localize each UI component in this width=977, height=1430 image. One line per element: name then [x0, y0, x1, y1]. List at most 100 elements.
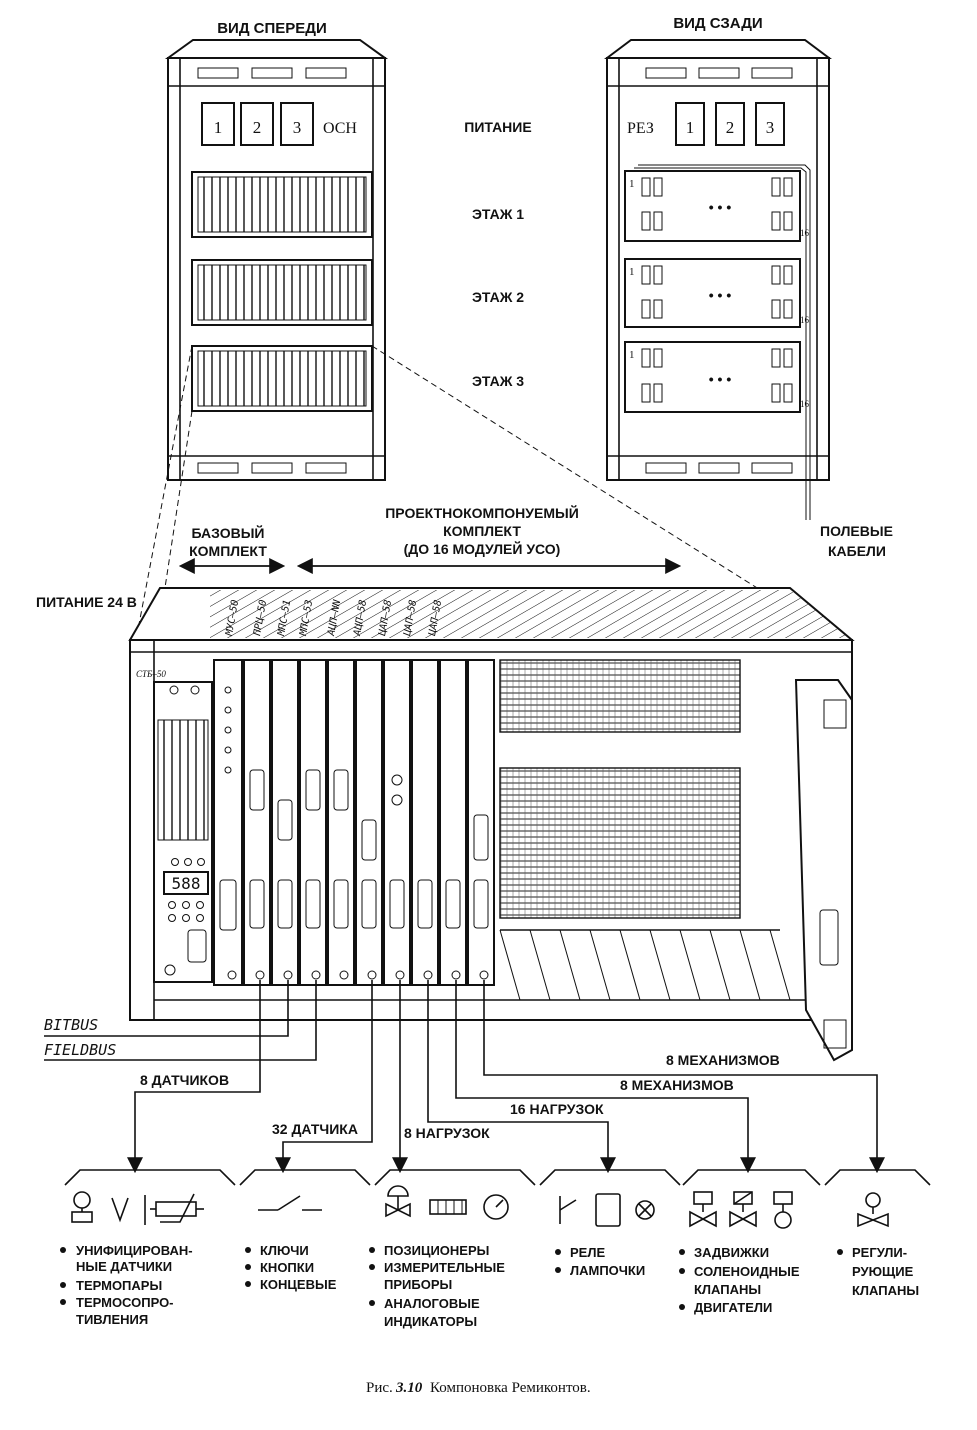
- project-kit-label: (ДО 16 МОДУЛЕЙ УСО): [404, 540, 561, 557]
- display-value: 588: [172, 874, 201, 893]
- group-item: ИНДИКАТОРЫ: [384, 1314, 477, 1329]
- connection-line: [455, 980, 756, 1174]
- digital-display: [163, 871, 209, 895]
- group-item: ПРИБОРЫ: [384, 1277, 452, 1292]
- back-power-number: 3: [766, 118, 775, 137]
- switch-icon: [258, 1195, 322, 1211]
- group-item: ДВИГАТЕЛИ: [694, 1300, 772, 1315]
- module-mus50: [213, 659, 243, 986]
- front-view-title: ВИД СПЕРЕДИ: [217, 20, 327, 37]
- bitbus-label: BITBUS: [44, 1016, 98, 1034]
- chassis-side-door: [794, 679, 853, 1062]
- power-label: ПИТАНИЕ: [464, 119, 531, 135]
- group-bracket: [239, 1169, 371, 1186]
- group-item: КЛАПАНЫ: [852, 1283, 919, 1298]
- floor-2-label: ЭТАЖ 2: [472, 289, 524, 305]
- rack-number: 1: [629, 266, 635, 278]
- field-cables-label-1: ПОЛЕВЫЕ: [820, 523, 893, 539]
- group-item: КЛЮЧИ: [260, 1243, 309, 1258]
- group-item: КОНЦЕВЫЕ: [260, 1277, 337, 1292]
- positioner-icon: [385, 1185, 509, 1220]
- back-power-number: 2: [726, 118, 735, 137]
- slot-dots: • • •: [709, 199, 732, 215]
- group-item: АНАЛОГОВЫЕ: [384, 1296, 480, 1311]
- connection-line: [483, 980, 885, 1174]
- front-cabinet-top: [164, 39, 389, 59]
- stb-50-label: СТБ–50: [136, 669, 166, 679]
- group-item: НЫЕ ДАТЧИКИ: [76, 1259, 172, 1274]
- group-bracket: [539, 1169, 681, 1186]
- base-kit-label: КОМПЛЕКТ: [189, 543, 267, 559]
- fieldbus-line: [44, 980, 317, 1061]
- front-power-number: 1: [214, 118, 223, 137]
- front-power-block-3: [280, 102, 314, 146]
- rack-number: 16: [800, 228, 810, 238]
- field-cables-label-2: КАБЕЛИ: [828, 543, 886, 559]
- module-cap58-2: [411, 659, 439, 986]
- group-item: РЕЛЕ: [570, 1245, 605, 1260]
- slot-dots: • • •: [709, 287, 732, 303]
- connection-label: 8 МЕХАНИЗМОВ: [666, 1052, 780, 1068]
- back-power-block-1: [675, 102, 705, 146]
- front-power-label: ОСН: [323, 120, 357, 137]
- chassis: МУС–50 ПРЦ–50 МПС–51 МПС–53 АЦП–NN АЦП–5…: [128, 587, 855, 1062]
- front-power-block-1: [201, 102, 235, 146]
- device-groups: УНИФИЦИРОВАН- НЫЕ ДАТЧИКИ ТЕРМОПАРЫ ТЕРМ…: [60, 1169, 931, 1329]
- connection-line: [127, 980, 261, 1174]
- connection-label: 16 НАГРУЗОК: [510, 1101, 604, 1117]
- back-floor-2: • • • 1 16: [624, 258, 810, 328]
- slot-dots: • • •: [709, 371, 732, 387]
- relay-icon: [559, 1193, 655, 1227]
- back-floor-3: • • • 1 16: [624, 341, 810, 413]
- group-item: ПОЗИЦИОНЕРЫ: [384, 1243, 489, 1258]
- module-mps53: [299, 659, 327, 986]
- module-cap58-1: [383, 659, 411, 986]
- project-kit-label: КОМПЛЕКТ: [443, 523, 521, 539]
- group-item: ТЕРМОПАРЫ: [76, 1278, 162, 1293]
- module-acp58: [355, 659, 383, 986]
- module-acp-nn: [327, 659, 355, 986]
- valve-icon: [689, 1191, 793, 1229]
- group-item: ТИВЛЕНИЯ: [76, 1312, 148, 1327]
- field-cable-bundle: [638, 164, 811, 520]
- module-cap58-3: [439, 659, 467, 986]
- connection-label: 8 ДАТЧИКОВ: [140, 1072, 229, 1088]
- module-prc50: [243, 659, 271, 986]
- floor-1-label: ЭТАЖ 1: [472, 206, 524, 222]
- sensor-icon: [71, 1191, 204, 1225]
- front-power-number: 3: [293, 118, 302, 137]
- group-bracket: [374, 1169, 536, 1186]
- group-bracket: [682, 1169, 821, 1186]
- group-item: КНОПКИ: [260, 1260, 314, 1275]
- connection-line: [275, 980, 373, 1174]
- connection-label: 32 ДАТЧИКА: [272, 1121, 358, 1137]
- group-item: КЛАПАНЫ: [694, 1282, 761, 1297]
- rack-number: 16: [800, 315, 810, 325]
- front-power-block-2: [240, 102, 274, 146]
- connection-label: 8 НАГРУЗОК: [404, 1125, 490, 1141]
- bitbus-line: [44, 980, 289, 1037]
- caption: Рис. 3.10 Компоновка Ремиконтов.: [366, 1380, 591, 1396]
- front-power-number: 2: [253, 118, 262, 137]
- connection-label: 8 МЕХАНИЗМОВ: [620, 1077, 734, 1093]
- back-power-block-3: [755, 102, 785, 146]
- connection-lines: 8 МЕХАНИЗМОВ 8 МЕХАНИЗМОВ 8 ДАТЧИКОВ 16 …: [127, 980, 885, 1174]
- empty-slots: [499, 659, 791, 1001]
- rack-number: 1: [629, 178, 635, 190]
- group-item: ИЗМЕРИТЕЛЬНЫЕ: [384, 1260, 505, 1275]
- connection-line: [427, 980, 616, 1174]
- project-kit-label: ПРОЕКТНОКОМПОНУЕМЫЙ: [385, 504, 579, 521]
- group-item: ТЕРМОСОПРО-: [76, 1295, 174, 1310]
- group-item: УНИФИЦИРОВАН-: [76, 1243, 193, 1258]
- group-bracket: [824, 1169, 931, 1186]
- group-item: РУЮЩИЕ: [852, 1264, 914, 1279]
- power-24v-label: ПИТАНИЕ 24 В: [36, 594, 137, 610]
- caption-text: Компоновка Ремиконтов.: [430, 1380, 591, 1396]
- group-item: ЛАМПОЧКИ: [570, 1263, 645, 1278]
- back-power-label: РЕЗ: [627, 120, 654, 137]
- module-mps51: [271, 659, 299, 986]
- center-labels: ПИТАНИЕ ЭТАЖ 1 ЭТАЖ 2 ЭТАЖ 3: [464, 119, 531, 389]
- kit-labels: БАЗОВЫЙ КОМПЛЕКТ ПРОЕКТНОКОМПОНУЕМЫЙ КОМ…: [178, 504, 682, 574]
- group-item: СОЛЕНОИДНЫЕ: [694, 1264, 800, 1279]
